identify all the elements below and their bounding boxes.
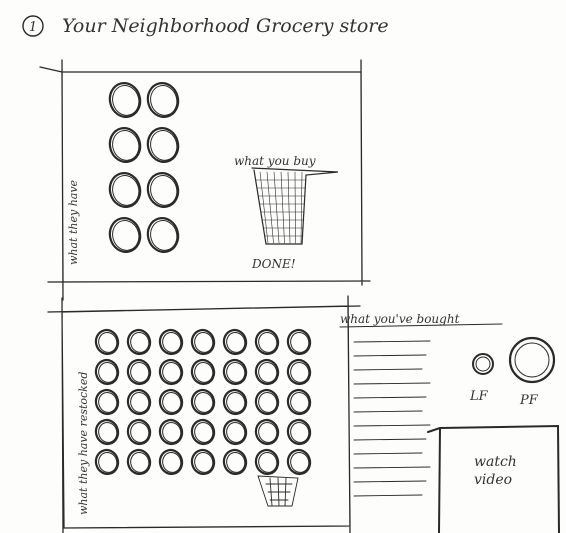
restocked-item bbox=[285, 328, 312, 357]
bought-list-line bbox=[354, 481, 426, 482]
panel-1-frame bbox=[40, 60, 370, 300]
restocked-item bbox=[93, 328, 120, 357]
bought-list-line bbox=[354, 495, 422, 496]
basket-label: what you buy bbox=[234, 154, 316, 168]
restocked-item bbox=[221, 448, 248, 477]
restocked-item bbox=[221, 418, 248, 447]
restocked-item bbox=[285, 388, 312, 417]
pf-item: PF bbox=[510, 338, 554, 408]
restocked-item bbox=[125, 418, 152, 447]
restocked-item bbox=[93, 388, 120, 417]
restocked-item bbox=[189, 418, 216, 447]
store-items-grid bbox=[106, 80, 182, 256]
pf-label: PF bbox=[519, 393, 539, 408]
restocked-item bbox=[253, 328, 280, 357]
restocked-item bbox=[285, 418, 312, 447]
restocked-item bbox=[253, 388, 280, 417]
restocked-item bbox=[189, 448, 216, 477]
bought-list-line bbox=[354, 397, 426, 398]
restocked-item bbox=[157, 358, 184, 387]
bought-list-line bbox=[354, 341, 430, 342]
restocked-item bbox=[221, 328, 248, 357]
basket-mesh bbox=[256, 172, 306, 243]
watch-video-line1: watch bbox=[474, 454, 517, 470]
restocked-item bbox=[93, 448, 120, 477]
store-item bbox=[144, 170, 182, 211]
restocked-item bbox=[253, 448, 280, 477]
store-item bbox=[144, 215, 182, 256]
panel-1-side-label: what they have bbox=[67, 179, 80, 265]
bought-label: what you've bought bbox=[340, 312, 460, 326]
store-item bbox=[106, 215, 144, 256]
restocked-item bbox=[157, 448, 184, 477]
lf-item: LF bbox=[469, 354, 493, 404]
store-item bbox=[144, 80, 182, 121]
restocked-item bbox=[93, 418, 120, 447]
panel-1: what they have what you buy DONE! bbox=[40, 60, 370, 300]
watch-video-line2: video bbox=[474, 472, 512, 488]
store-item bbox=[106, 80, 144, 121]
panel-2: what they have restocked what you've bou… bbox=[48, 296, 559, 533]
page-title: Your Neighborhood Grocery store bbox=[62, 15, 389, 37]
restocked-item bbox=[285, 448, 312, 477]
restocked-items-grid bbox=[93, 328, 312, 477]
bought-list-line bbox=[354, 411, 422, 412]
lf-label: LF bbox=[469, 389, 489, 404]
restocked-item bbox=[221, 358, 248, 387]
done-label: DONE! bbox=[251, 257, 296, 271]
bought-list bbox=[354, 341, 430, 496]
restocked-item bbox=[125, 448, 152, 477]
panel-2-side-label: what they have restocked bbox=[77, 372, 90, 515]
restocked-item bbox=[189, 328, 216, 357]
restocked-item bbox=[285, 358, 312, 387]
bought-list-line bbox=[354, 425, 430, 426]
store-item bbox=[106, 170, 144, 211]
restocked-item bbox=[125, 358, 152, 387]
watch-video-button[interactable]: watch video bbox=[428, 426, 559, 533]
restocked-item bbox=[189, 358, 216, 387]
bought-list-line bbox=[354, 453, 422, 454]
bought-list-line bbox=[354, 467, 430, 468]
restocked-item bbox=[253, 358, 280, 387]
restocked-item bbox=[125, 328, 152, 357]
store-item bbox=[106, 125, 144, 166]
pf-circle bbox=[510, 338, 554, 382]
restocked-item bbox=[93, 358, 120, 387]
small-basket-icon bbox=[258, 476, 298, 506]
restocked-item bbox=[157, 328, 184, 357]
header: 1 Your Neighborhood Grocery store bbox=[23, 15, 389, 37]
step-number: 1 bbox=[29, 20, 37, 35]
restocked-item bbox=[157, 388, 184, 417]
restocked-item bbox=[157, 418, 184, 447]
bought-list-line bbox=[354, 383, 430, 384]
bought-list-line bbox=[354, 369, 422, 370]
restocked-item bbox=[189, 388, 216, 417]
restocked-item bbox=[253, 418, 280, 447]
bought-list-line bbox=[354, 355, 426, 356]
store-item bbox=[144, 125, 182, 166]
bought-list-line bbox=[354, 439, 426, 440]
restocked-item bbox=[221, 388, 248, 417]
restocked-item bbox=[125, 388, 152, 417]
